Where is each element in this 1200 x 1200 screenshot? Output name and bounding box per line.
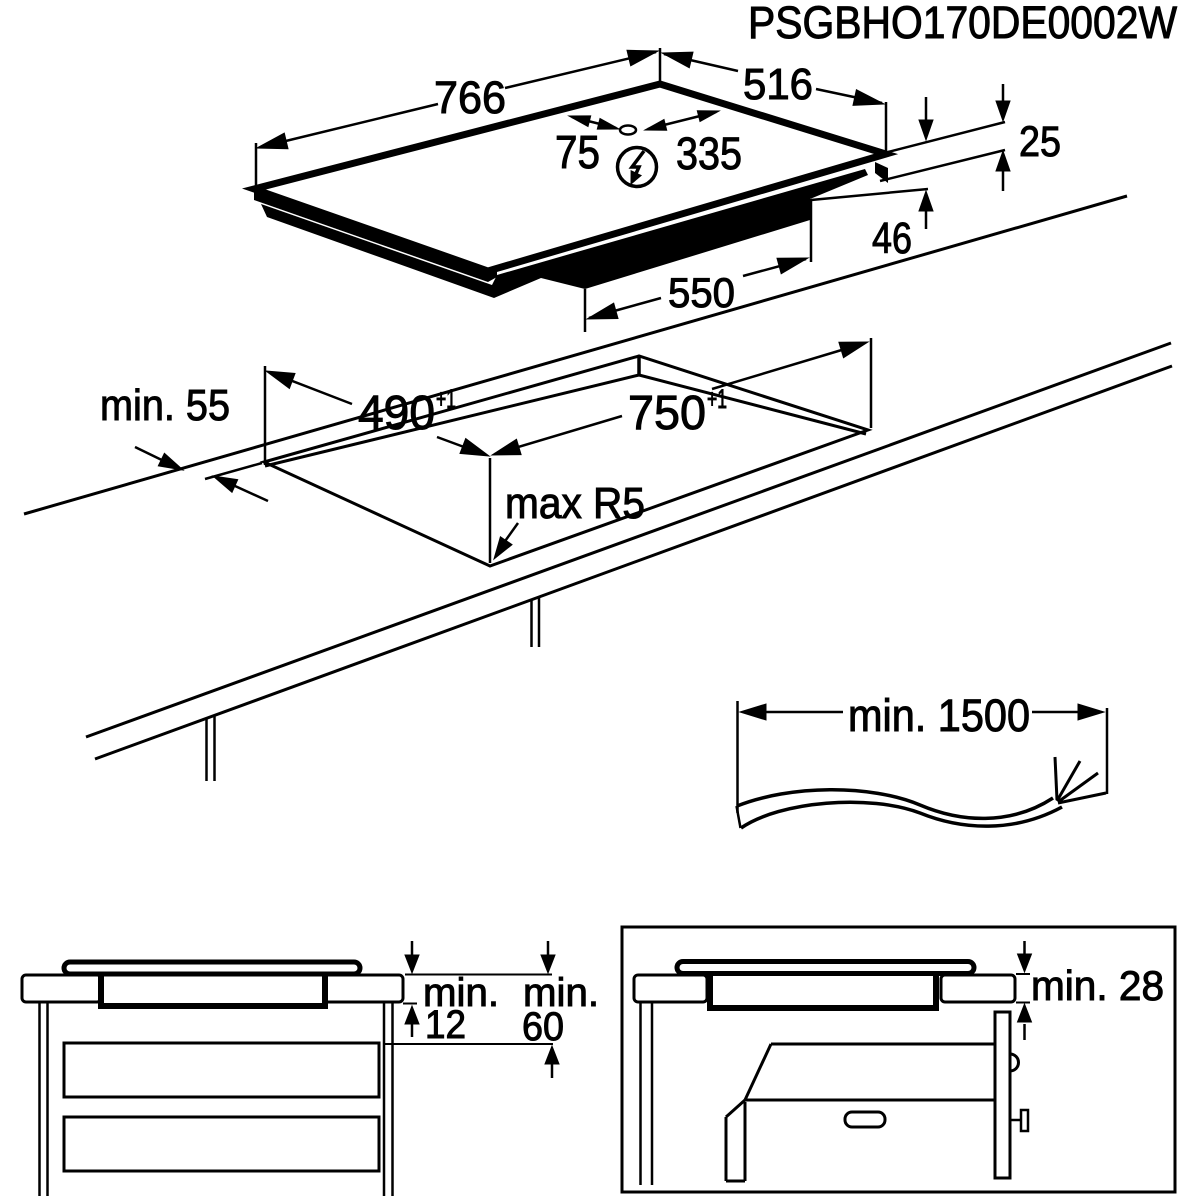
svg-text:750: 750	[628, 387, 706, 440]
svg-text:60: 60	[522, 1005, 564, 1049]
svg-text:min. 1500: min. 1500	[848, 690, 1030, 741]
svg-text:+1: +1	[436, 384, 456, 414]
svg-text:max R5: max R5	[505, 479, 645, 528]
svg-text:550: 550	[668, 269, 735, 316]
svg-text:46: 46	[872, 214, 912, 263]
svg-text:75: 75	[555, 126, 600, 178]
svg-text:766: 766	[434, 72, 506, 123]
svg-text:min. 55: min. 55	[100, 381, 230, 430]
svg-text:516: 516	[743, 60, 813, 109]
svg-text:PSGBHO170DE0002W: PSGBHO170DE0002W	[748, 0, 1177, 48]
svg-text:min.: min.	[423, 971, 499, 1015]
svg-text:25: 25	[1019, 118, 1061, 166]
svg-text:335: 335	[676, 128, 742, 179]
svg-text:+1: +1	[707, 384, 727, 414]
svg-text:12: 12	[425, 1003, 466, 1047]
svg-text:min.: min.	[523, 971, 599, 1015]
svg-text:min. 28: min. 28	[1031, 962, 1164, 1009]
svg-text:490: 490	[358, 387, 435, 440]
